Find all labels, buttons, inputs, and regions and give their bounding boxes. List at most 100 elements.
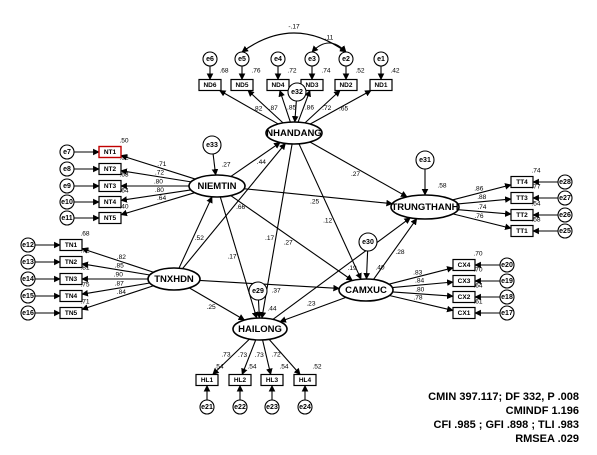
error-circle-e7: [59, 144, 75, 160]
error-circle-e26: [557, 207, 573, 223]
indicator-r2-cx4: .70: [473, 251, 482, 258]
loading-arrow-hl2: [241, 339, 257, 376]
path-coef-camxuc-hailong: .23: [306, 300, 315, 307]
loading-coef-nd3: .86: [305, 104, 314, 111]
indicator-label-tn5: TN5: [65, 310, 78, 317]
indicator-box-hl4: [293, 373, 317, 387]
loading-coef-nt5: .64: [157, 195, 166, 202]
indicator-r2-nd1: .42: [390, 68, 399, 75]
indicator-r2-nd6: .68: [219, 68, 228, 75]
indicator-r2-tt1: .58: [531, 217, 540, 224]
loading-arrow-nt1: [120, 154, 196, 180]
disturbance-arrow-camxuc: [363, 250, 371, 280]
indicator-box-tn2: [59, 255, 83, 269]
loading-coef-tn1: .82: [117, 254, 126, 261]
latent-r2-hailong: .44: [267, 306, 276, 313]
fit-indices-block: CMIN 397.117; DF 332, P .008 CMINDF 1.19…: [339, 390, 579, 446]
fit-line-cmindf: CMINDF 1.196: [505, 405, 579, 417]
error-circle-e5: [234, 51, 250, 67]
loading-arrow-tt1: [452, 213, 512, 231]
indicator-box-tn4: [59, 289, 83, 303]
indicator-label-tn2: TN2: [65, 259, 78, 266]
loading-coef-tn4: .87: [115, 281, 124, 288]
loading-arrow-tn5: [81, 285, 154, 311]
indicator-r2-tn1: .68: [80, 231, 89, 238]
disturbance-label-e33: e33: [206, 142, 218, 149]
loading-coef-nd1: .65: [339, 105, 348, 112]
indicator-r2-nd4: .72: [287, 68, 296, 75]
loading-coef-tt1: .76: [474, 213, 483, 220]
error-label-e25: e25: [559, 228, 571, 235]
indicator-r2-tt4: .74: [531, 168, 540, 175]
loading-coef-hl4: .72: [272, 352, 281, 359]
latent-label-tnxhdn: TNXHDN: [154, 274, 194, 285]
indicator-r2-nt1: .50: [119, 138, 128, 145]
indicator-label-nt4: NT4: [104, 199, 117, 206]
loading-coef-nd6: .82: [253, 105, 262, 112]
indicator-label-nd2: ND2: [339, 82, 352, 89]
loading-coef-hl1: .73: [221, 352, 230, 359]
loading-coef-tn5: .84: [117, 289, 126, 296]
indicator-r2-tn2: .72: [80, 248, 89, 255]
loading-coef-cx2: .80: [415, 286, 424, 293]
indicator-r2-nt3: .63: [119, 172, 128, 179]
error-circle-e20: [499, 257, 515, 273]
indicator-label-cx2: CX2: [458, 294, 471, 301]
error-label-e17: e17: [501, 310, 513, 317]
path-coef-niemtin-camxuc: .27: [284, 239, 293, 246]
indicator-label-tt2: TT2: [516, 212, 528, 219]
loading-coef-tt2: .74: [477, 204, 486, 211]
loading-coef-hl3: .73: [255, 352, 264, 359]
loading-arrow-hl1: [212, 338, 250, 375]
indicator-box-tn1: [59, 238, 83, 252]
indicator-box-nt5: [98, 211, 122, 225]
covariance-coef-e3-e2: .11: [325, 35, 334, 42]
error-circle-e14: [20, 271, 36, 287]
loading-coef-nt2: .72: [155, 169, 164, 176]
path-arrow-camxuc-to-trungthanh: [373, 218, 418, 280]
path-arrow-tnxhdn-to-hailong: [189, 287, 246, 321]
error-label-e8: e8: [63, 166, 71, 173]
disturbance-label-e29: e29: [252, 288, 264, 295]
loading-arrow-tt3: [457, 196, 512, 205]
loading-arrow-tn2: [81, 261, 150, 276]
indicator-r2-tt2: .54: [531, 201, 540, 208]
indicator-label-hl1: HL1: [201, 377, 214, 384]
error-label-e19: e19: [501, 278, 513, 285]
loading-coef-tt4: .86: [474, 186, 483, 193]
loading-arrow-nd1: [309, 90, 372, 125]
latent-r2-niemtin: .27: [221, 162, 230, 169]
indicator-r2-cx3: .70: [473, 267, 482, 274]
indicator-box-tn3: [59, 272, 83, 286]
indicator-box-cx3: [452, 274, 476, 288]
indicator-box-nd6: [198, 78, 222, 92]
path-coef-hailong-trungthanh: .19: [348, 265, 357, 272]
indicator-label-nd6: ND6: [203, 82, 216, 89]
indicator-label-nt2: NT2: [104, 166, 117, 173]
path-coef-camxuc-trungthanh: .28: [395, 249, 404, 256]
loading-coef-hl2: .73: [238, 352, 247, 359]
latent-label-nhandang: NHANDANG: [266, 128, 321, 139]
error-circle-e25: [557, 223, 573, 239]
indicator-label-tt4: TT4: [516, 179, 528, 186]
disturbance-label-e31: e31: [419, 157, 431, 164]
error-circle-e17: [499, 305, 515, 321]
indicator-r2-tn5: .71: [80, 299, 89, 306]
error-circle-e24: [297, 399, 313, 415]
loading-arrow-tt2: [458, 209, 512, 217]
loading-arrow-hl3: [262, 339, 273, 376]
loading-arrow-cx2: [392, 291, 454, 300]
error-label-e3: e3: [308, 56, 316, 63]
loading-arrow-tn4: [81, 282, 150, 297]
path-coef-tnxhdn-camxuc: .37: [272, 287, 281, 294]
indicator-box-nd2: [334, 78, 358, 92]
indicator-r2-nt4: .64: [119, 188, 128, 195]
covariance-arc-e3-e2: [311, 42, 347, 53]
error-label-e5: e5: [238, 56, 246, 63]
error-circle-e12: [20, 237, 36, 253]
latent-r2-camxuc: .40: [375, 265, 384, 272]
loading-arrow-nt4: [120, 189, 191, 203]
latent-label-hailong: HAILONG: [238, 324, 282, 335]
indicator-label-nd1: ND1: [374, 82, 387, 89]
path-coef-niemtin-nhandang: .44: [257, 159, 266, 166]
